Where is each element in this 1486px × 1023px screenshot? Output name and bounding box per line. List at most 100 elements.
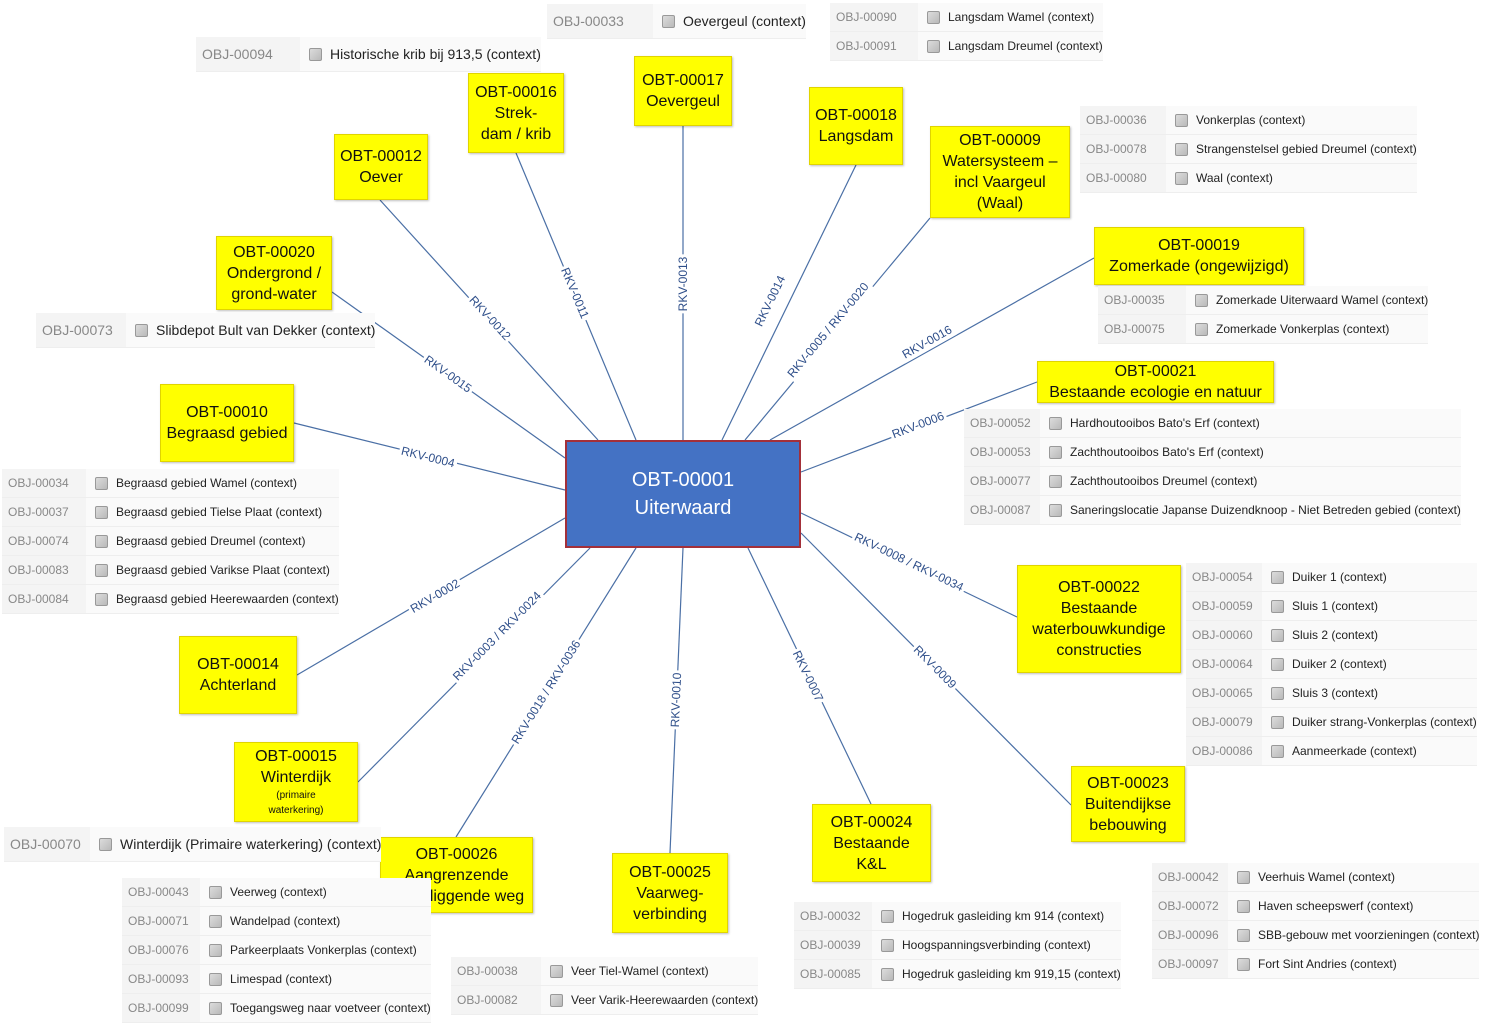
object-name: Aanmeerkade (context) bbox=[1292, 744, 1417, 758]
relation-label-background bbox=[556, 263, 594, 324]
relation-label: RKV-0010 bbox=[668, 672, 684, 728]
cube-icon bbox=[94, 505, 108, 519]
node-label-line: grond-water bbox=[231, 285, 317, 303]
object-id: OBJ-00090 bbox=[830, 3, 918, 31]
cube-icon bbox=[1194, 322, 1208, 336]
object-id: OBJ-00037 bbox=[2, 498, 86, 526]
relation-label: RKV-0015 bbox=[422, 352, 475, 395]
relation-label-background bbox=[749, 270, 791, 331]
object-id: OBJ-00059 bbox=[1186, 592, 1262, 620]
object-name: Slibdepot Bult van Dekker (context) bbox=[156, 322, 376, 338]
object-name: Strangenstelsel gebied Dreumel (context) bbox=[1196, 142, 1417, 156]
object-name: Oevergeul (context) bbox=[683, 13, 806, 29]
cube-icon bbox=[1194, 293, 1208, 307]
node-label-line: constructies bbox=[1056, 642, 1142, 659]
node-id: OBT-00010 bbox=[186, 404, 268, 421]
relation-label-group: RKV-0015 bbox=[419, 350, 477, 398]
center-node-uiterwaard[interactable]: OBT-00001 Uiterwaard bbox=[565, 440, 801, 548]
cube-icon bbox=[98, 837, 112, 851]
object-name: Toegangsweg naar voetveer (context) bbox=[230, 1001, 431, 1015]
cube-icon bbox=[208, 1001, 222, 1015]
object-row[interactable]: OBJ-00059 Sluis 1 (context) bbox=[1186, 592, 1477, 621]
node-id: OBT-00014 bbox=[197, 656, 279, 673]
node-id: OBT-00024 bbox=[830, 813, 913, 831]
object-name: Veer Tiel-Wamel (context) bbox=[571, 964, 709, 978]
object-id: OBJ-00096 bbox=[1152, 921, 1228, 949]
node-id: OBT-00009 bbox=[959, 132, 1041, 149]
object-name: Wandelpad (context) bbox=[230, 914, 341, 928]
relation-line[interactable] bbox=[769, 257, 1095, 441]
object-name: Hardhoutooibos Bato's Erf (context) bbox=[1070, 416, 1260, 430]
object-name: Duiker strang-Vonkerplas (context) bbox=[1292, 715, 1477, 729]
relation-line[interactable] bbox=[721, 164, 857, 441]
cube-icon bbox=[1174, 171, 1188, 185]
cube-icon bbox=[1048, 474, 1062, 488]
object-name: Zomerkade Vonkerplas (context) bbox=[1216, 322, 1390, 336]
object-name: Sluis 1 (context) bbox=[1292, 599, 1379, 613]
relation-label: RKV-0013 bbox=[676, 256, 690, 311]
cube-icon bbox=[1236, 870, 1250, 884]
cube-icon bbox=[1270, 715, 1284, 729]
object-id: OBJ-00035 bbox=[1098, 286, 1186, 314]
cube-icon bbox=[1236, 928, 1250, 942]
